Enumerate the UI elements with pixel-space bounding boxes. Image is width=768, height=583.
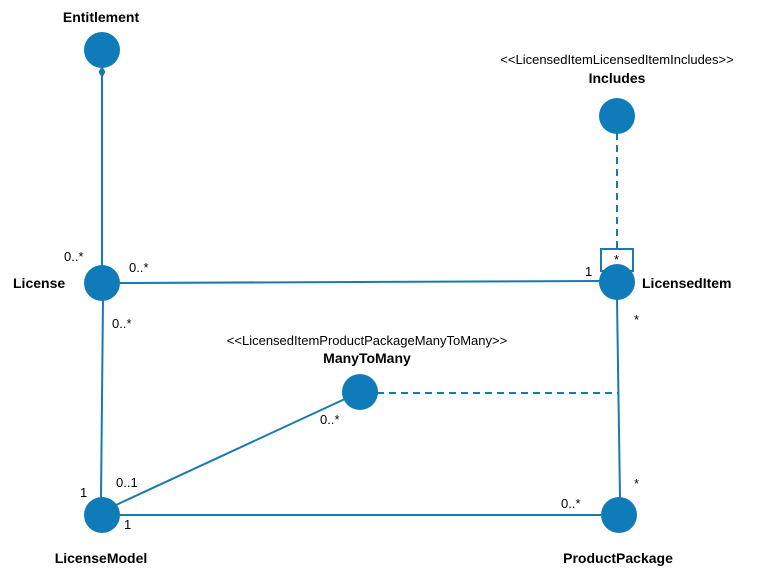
mult-license-license-model: 0..*	[112, 316, 132, 331]
stereotype-many-to-many: <<LicensedItemProductPackageManyToMany>>	[227, 333, 507, 348]
mult-licensed-item-from-license: 1	[585, 264, 592, 279]
node-product-package[interactable]	[601, 497, 637, 533]
label-includes: Includes	[589, 70, 646, 86]
mult-many-to-many-end: 0..*	[320, 412, 340, 427]
label-many-to-many: ManyToMany	[323, 350, 411, 366]
mult-license-model-many-to-many: 0..1	[116, 475, 138, 490]
node-licensed-item[interactable]	[599, 264, 635, 300]
mult-license-model-license: 1	[80, 485, 87, 500]
mult-license-model-product-package: 1	[124, 517, 131, 532]
edge-license-license-model[interactable]	[100, 299, 104, 499]
label-entitlement: Entitlement	[63, 9, 140, 25]
stereotype-includes: <<LicensedItemLicensedItemIncludes>>	[500, 52, 733, 67]
mult-license-licensed-item: 0..*	[129, 260, 149, 275]
mult-license-entitlement: 0..*	[64, 249, 84, 264]
mult-licensed-item-includes: *	[614, 252, 619, 267]
edge-licensed-item-product-package[interactable]	[616, 298, 621, 499]
node-entitlement[interactable]	[84, 32, 120, 68]
label-license-model: LicenseModel	[55, 550, 148, 566]
mult-product-package-licensed-item: *	[634, 476, 639, 491]
mult-product-package-license-model: 0..*	[561, 496, 581, 511]
label-product-package: ProductPackage	[563, 550, 673, 566]
composition-diamond	[98, 66, 106, 78]
edge-license-licensed-item[interactable]	[119, 280, 601, 284]
node-license[interactable]	[84, 265, 120, 301]
node-many-to-many[interactable]	[342, 374, 378, 410]
edge-license-model-many-to-many[interactable]	[115, 397, 348, 506]
label-licensed-item: LicensedItem	[642, 275, 731, 291]
mult-licensed-item-product-package: *	[634, 312, 639, 327]
label-license: License	[13, 275, 65, 291]
node-includes[interactable]	[599, 98, 635, 134]
node-license-model[interactable]	[84, 497, 120, 533]
